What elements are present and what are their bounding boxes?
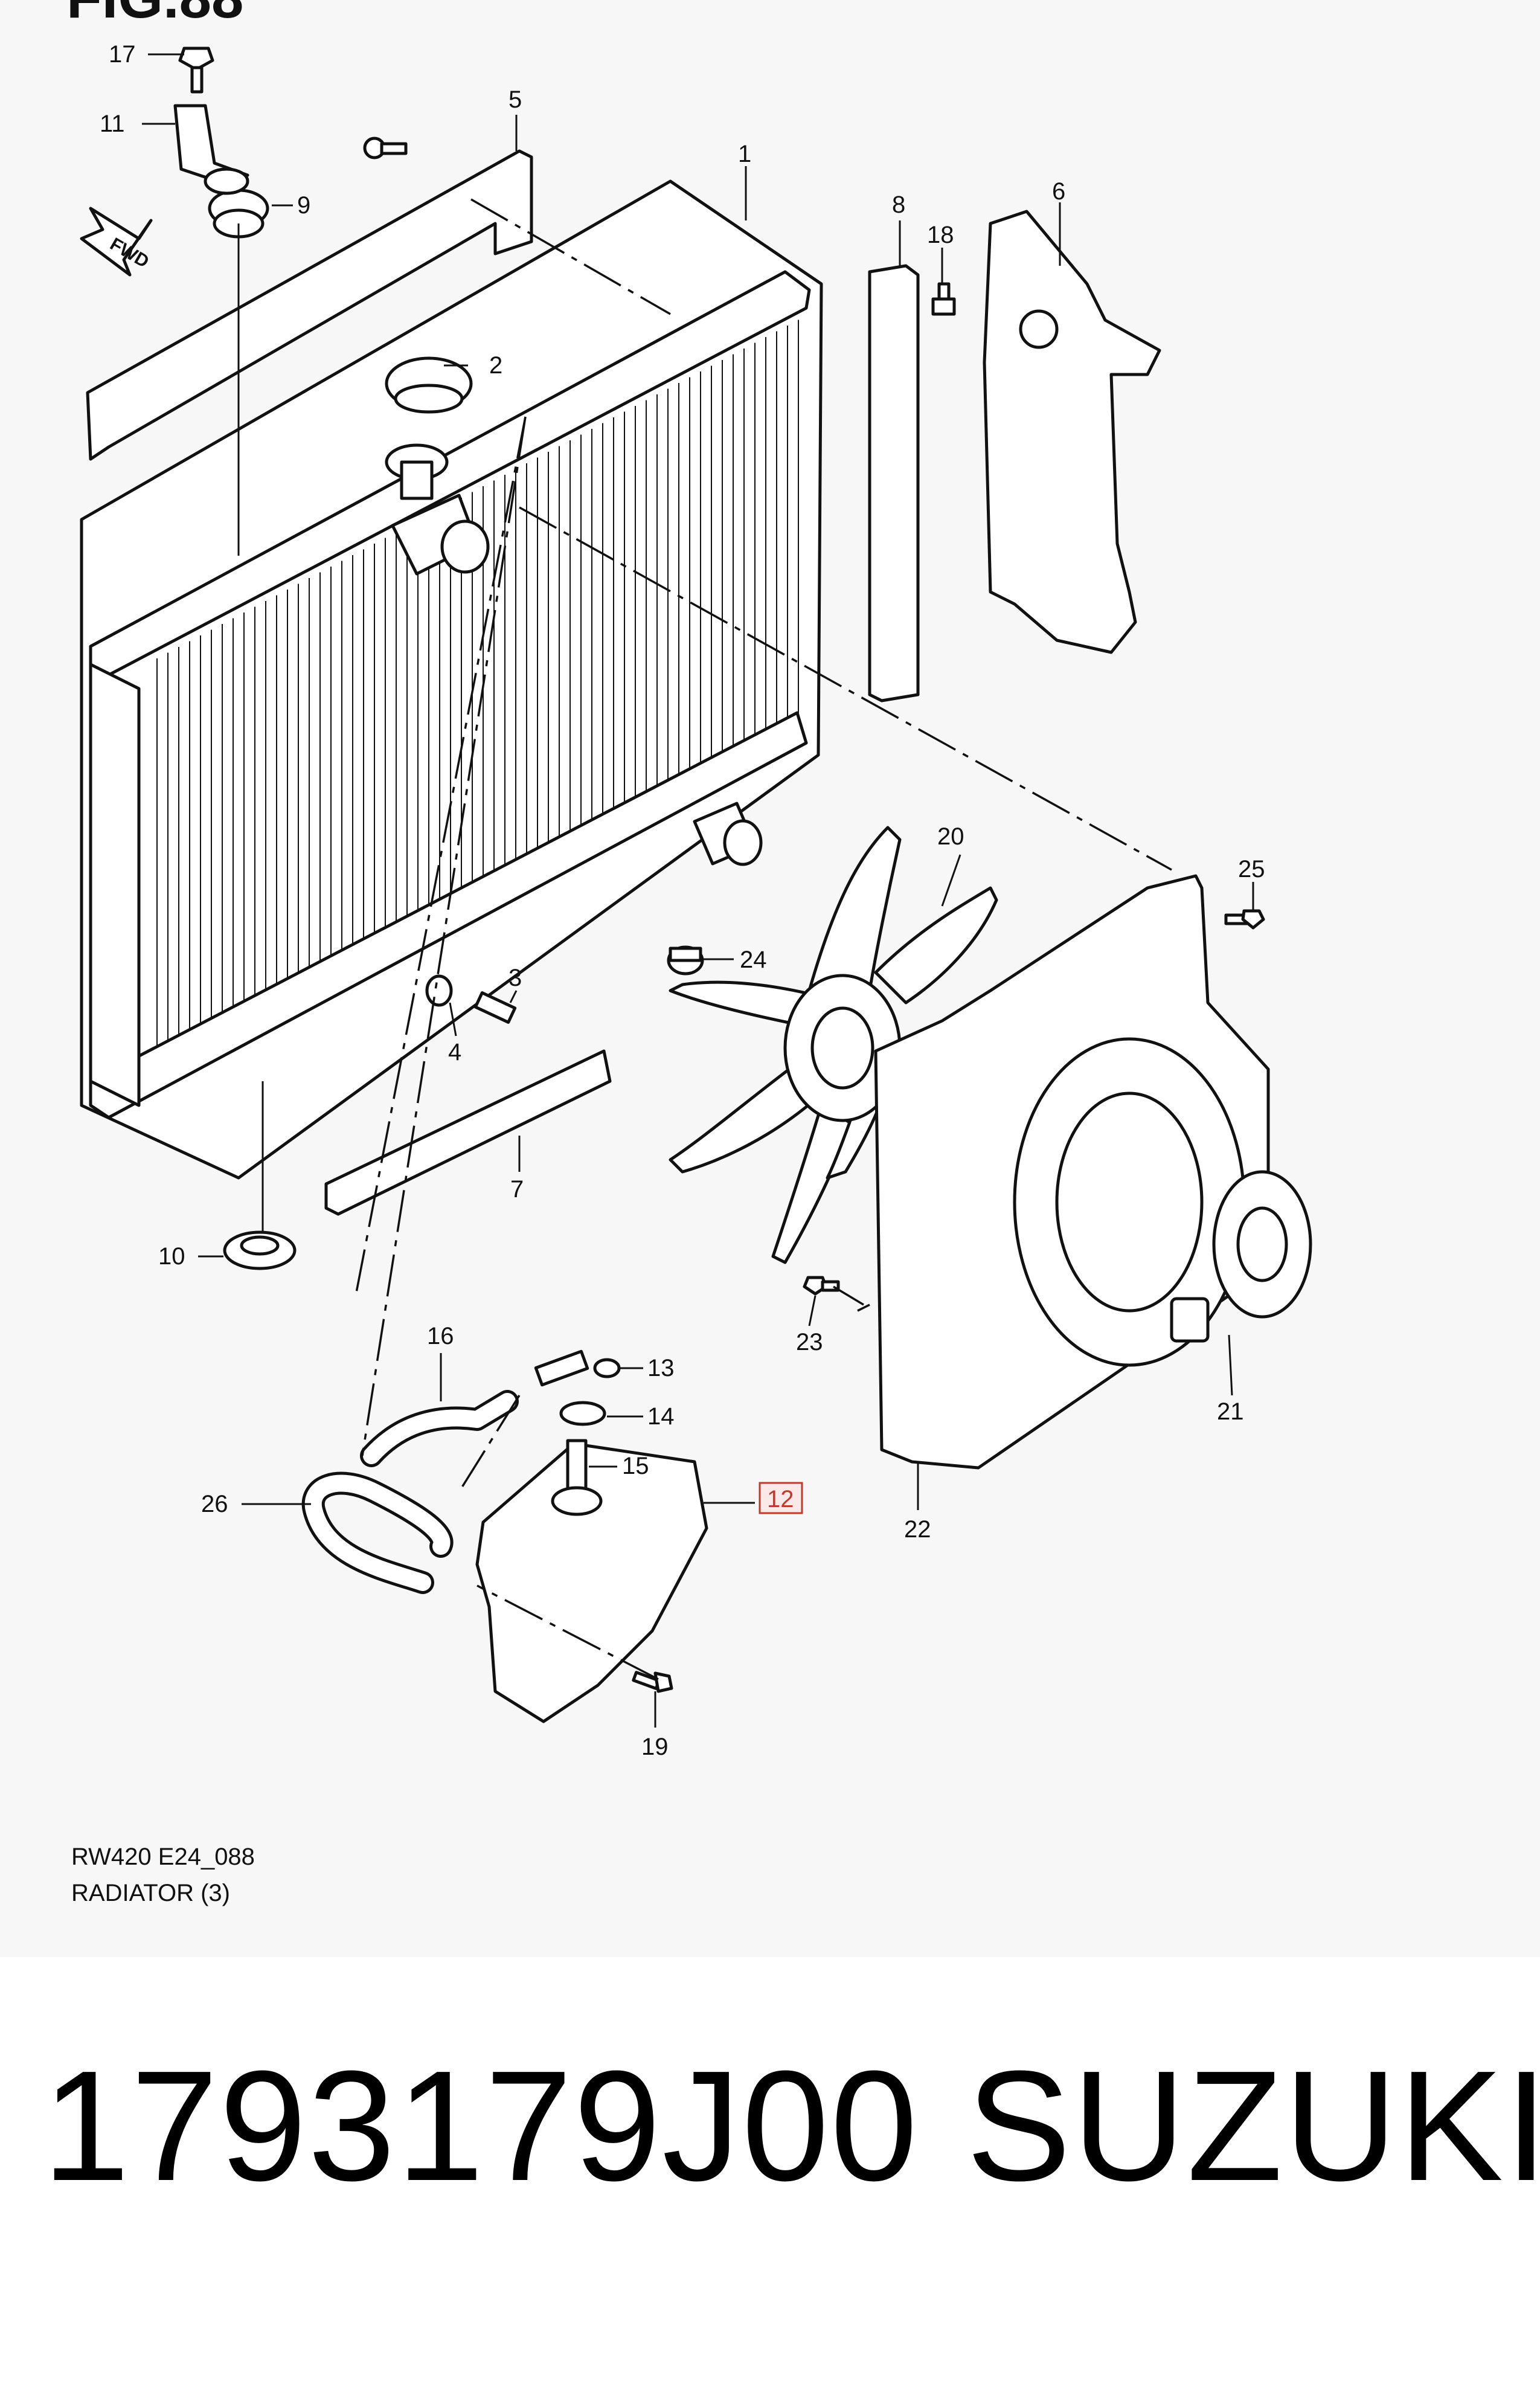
radiator-cap [385, 356, 473, 414]
callout-numbers: 17 11 9 5 1 2 8 6 18 20 25 24 3 4 7 10 1… [100, 41, 1265, 1760]
upper-bracket [86, 149, 533, 461]
callout-5: 5 [509, 86, 522, 113]
callout-12: 12 [767, 1486, 794, 1513]
cooling-fan [669, 826, 998, 1264]
grommet [204, 167, 269, 239]
callout-24: 24 [740, 947, 767, 973]
callout-22: 22 [904, 1516, 931, 1543]
callout-25: 25 [1238, 856, 1265, 883]
radiator-core [80, 179, 823, 1180]
callout-7: 7 [510, 1176, 524, 1203]
air-guide [983, 210, 1161, 654]
callout-9: 9 [297, 192, 310, 219]
diagram-code: RW420 E24_088 [71, 1844, 255, 1870]
callout-11: 11 [100, 111, 125, 137]
brand-name: SUZUKI [966, 2039, 1540, 2214]
callout-26: 26 [201, 1491, 228, 1517]
drain-plug [425, 974, 517, 1024]
grommet [223, 1230, 297, 1270]
bolt-icon [803, 1276, 840, 1296]
callout-15: 15 [622, 1453, 649, 1479]
callout-18: 18 [927, 222, 954, 248]
highlight-box [759, 1482, 803, 1514]
bolt-icon [632, 1671, 673, 1693]
footer [0, 1957, 1540, 2392]
bolt-icon [931, 282, 956, 316]
callout-10: 10 [158, 1243, 185, 1270]
callout-17: 17 [109, 41, 136, 68]
clamp-bracket [173, 104, 249, 183]
part-number: 1793179J00 [42, 2039, 919, 2214]
diagram-name: RADIATOR (3) [71, 1880, 230, 1906]
assembly-lines [355, 198, 1172, 1680]
parts-diagram: FWD [66, 0, 1312, 1906]
callout-23: 23 [796, 1329, 823, 1355]
callout-6: 6 [1052, 178, 1065, 205]
callout-3: 3 [509, 965, 522, 991]
seal-strip [868, 264, 920, 702]
lower-seal [324, 1049, 612, 1216]
callout-16: 16 [427, 1323, 454, 1349]
callout-21: 21 [1217, 1398, 1244, 1425]
fwd-arrow-icon: FWD [80, 207, 153, 277]
bolt-icon [363, 137, 408, 159]
callout-13: 13 [647, 1355, 675, 1381]
seal-ring [559, 1401, 606, 1426]
callout-4: 4 [448, 1039, 461, 1066]
rubber-cap [667, 945, 704, 976]
reservoir-cap [534, 1349, 621, 1387]
callout-14: 14 [647, 1403, 675, 1430]
callout-1: 1 [738, 141, 751, 167]
callout-2: 2 [489, 352, 502, 379]
callout-20: 20 [937, 823, 964, 850]
figure-title: FIG.88 [66, 0, 243, 31]
callout-8: 8 [892, 191, 905, 218]
leader-lines [142, 53, 1254, 1728]
radiator-exploded-view: FWD [80, 41, 1312, 1760]
bolt-icon [1224, 909, 1265, 930]
reservoir-hose [363, 1393, 516, 1464]
coolant-reservoir [475, 1439, 708, 1723]
fan-motor [1170, 1170, 1312, 1343]
bolt-icon [178, 47, 214, 94]
callout-19: 19 [641, 1734, 669, 1760]
